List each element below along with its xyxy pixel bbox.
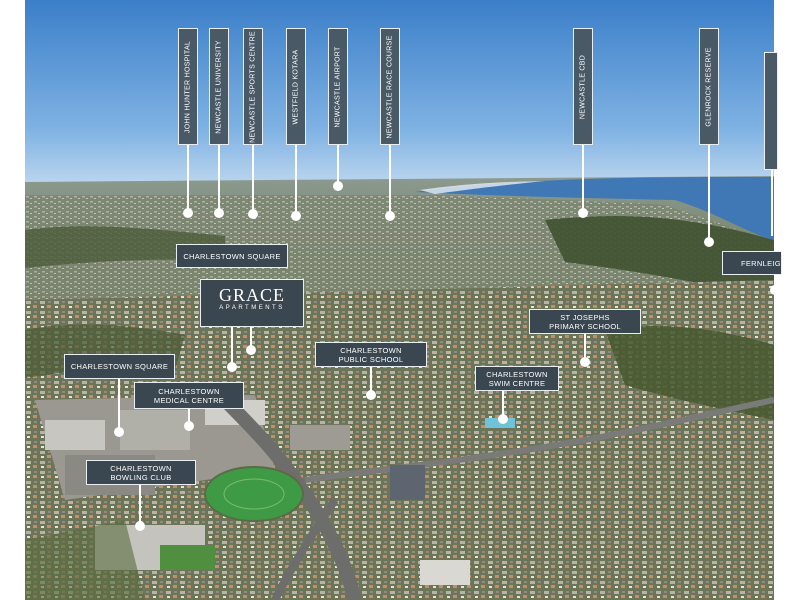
- label-glenrock-reserve-text: GLENROCK RESERVE: [705, 46, 713, 127]
- stem-john-hunter-hospital: [187, 145, 189, 213]
- marker-charlestown-swim: [498, 414, 508, 424]
- label-charlestown-square-top: CHARLESTOWN SQUARE: [176, 244, 288, 268]
- stem-glenrock-reserve: [708, 145, 710, 242]
- marker-newcastle-cbd: [578, 208, 588, 218]
- stem-newcastle-race-course: [389, 145, 391, 216]
- label-newcastle-sports-centre: NEWCASTLE SPORTS CENTRE: [243, 28, 263, 145]
- stem-newcastle-sports-centre: [252, 145, 254, 214]
- marker-newcastle-airport: [333, 181, 343, 191]
- marker-st-josephs: [580, 357, 590, 367]
- label-newcastle-airport: NEWCASTLE AIRPORT: [328, 28, 348, 145]
- label-charlestown-medical-centre: CHARLESTOWN MEDICAL CENTRE: [134, 382, 244, 409]
- label-newcastle-sports-centre-text: NEWCASTLE SPORTS CENTRE: [249, 30, 257, 143]
- label-newcastle-university: NEWCASTLE UNIVERSITY: [209, 28, 229, 145]
- label-charlestown-bowling-club: CHARLESTOWN BOWLING CLUB: [86, 460, 196, 485]
- marker-glenrock-reserve: [704, 237, 714, 247]
- marker-charlestown-bowling: [135, 521, 145, 531]
- stem-charlestown-square-left: [118, 379, 120, 432]
- label-charlestown-public-school: CHARLESTOWN PUBLIC SCHOOL: [315, 342, 427, 367]
- stem-charlestown-medical: [188, 409, 190, 426]
- label-newcastle-race-course-text: NEWCASTLE RACE COURSE: [386, 34, 394, 139]
- label-newcastle-cbd-text: NEWCASTLE CBD: [579, 54, 587, 119]
- stem-newcastle-cbd: [582, 145, 584, 213]
- stem-grace-left: [231, 327, 233, 367]
- label-john-hunter-hospital-text: JOHN HUNTER HOSPITAL: [184, 40, 192, 133]
- stem-newcastle-university: [218, 145, 220, 213]
- label-fernleigh: FERNLEIG: [722, 251, 782, 275]
- label-newcastle-airport-text: NEWCASTLE AIRPORT: [334, 45, 342, 128]
- logo-name: GRACE: [218, 285, 285, 305]
- grace-apartments-logo: GRACE APARTMENTS: [200, 279, 304, 327]
- label-westfield-kotara-text: WESTFIELD KOTARA: [292, 48, 300, 125]
- stem-st-josephs: [584, 334, 586, 362]
- label-newcastle-cbd: NEWCASTLE CBD: [573, 28, 593, 145]
- marker-charlestown-medical: [184, 421, 194, 431]
- label-john-hunter-hospital: JOHN HUNTER HOSPITAL: [178, 28, 198, 145]
- marker-newcastle-sports-centre: [248, 209, 258, 219]
- label-cropped-right: [764, 52, 778, 170]
- marker-charlestown-public: [366, 390, 376, 400]
- marker-charlestown-square-left: [114, 427, 124, 437]
- marker-john-hunter-hospital: [183, 208, 193, 218]
- label-newcastle-university-text: NEWCASTLE UNIVERSITY: [215, 39, 223, 134]
- label-charlestown-swim-centre: CHARLESTOWN SWIM CENTRE: [475, 366, 559, 391]
- stem-newcastle-airport: [337, 145, 339, 186]
- logo-subtitle: APARTMENTS: [219, 305, 285, 311]
- marker-westfield-kotara: [291, 211, 301, 221]
- label-westfield-kotara: WESTFIELD KOTARA: [286, 28, 306, 145]
- stem-charlestown-public: [370, 367, 372, 395]
- marker-fernleigh: [770, 285, 780, 295]
- stem-westfield-kotara: [295, 145, 297, 216]
- label-charlestown-square-left: CHARLESTOWN SQUARE: [64, 354, 175, 379]
- label-st-josephs-primary-school: ST JOSEPHS PRIMARY SCHOOL: [529, 309, 641, 334]
- stem-charlestown-swim: [502, 391, 504, 419]
- marker-newcastle-race-course: [385, 211, 395, 221]
- stem-cropped-right: [771, 170, 773, 236]
- label-glenrock-reserve: GLENROCK RESERVE: [699, 28, 719, 145]
- stem-grace-right: [250, 327, 252, 350]
- stem-charlestown-bowling: [139, 485, 141, 526]
- marker-grace-right: [246, 345, 256, 355]
- marker-newcastle-university: [214, 208, 224, 218]
- marker-grace-left: [227, 362, 237, 372]
- label-newcastle-race-course: NEWCASTLE RACE COURSE: [380, 28, 400, 145]
